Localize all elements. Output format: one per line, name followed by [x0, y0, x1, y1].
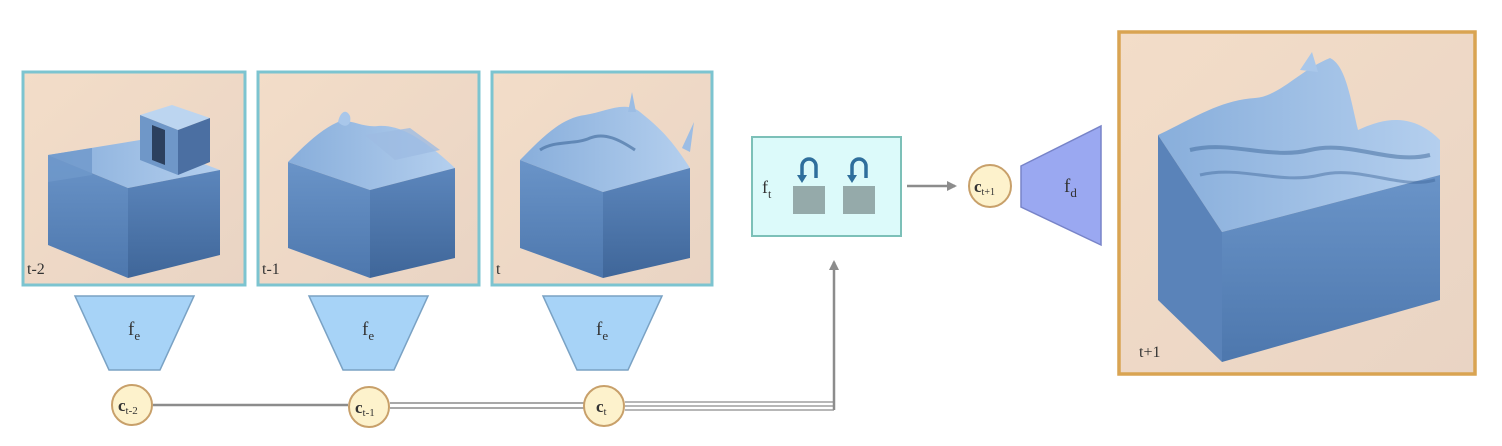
code-subscript: t [604, 406, 607, 418]
output-frame-t-plus-1: t+1 [1117, 30, 1477, 376]
code-subscript: t-1 [363, 407, 375, 419]
code-name: c [596, 397, 604, 416]
frame-label: t-2 [27, 261, 45, 278]
code-node-t-minus-2: ct-2 [111, 384, 153, 426]
code-name: c [118, 396, 126, 415]
encoder-t-minus-2: fe [73, 295, 196, 371]
recurrent-cell-1 [793, 186, 825, 214]
frame-t: t [490, 70, 714, 287]
encoder-name: f [128, 319, 135, 340]
svg-text:ft: ft [762, 177, 772, 201]
encoder-t: fe [541, 295, 664, 371]
svg-text:fe: fe [362, 319, 374, 343]
next-code-name: c [974, 177, 982, 196]
encoder-subscript: e [134, 328, 140, 343]
water-block-t [520, 92, 694, 278]
temporal-model: ft [751, 136, 902, 237]
code-name: c [355, 398, 363, 417]
svg-text:ct+1: ct+1 [974, 177, 995, 198]
code-chain-lines [153, 260, 839, 411]
svg-text:fd: fd [1064, 176, 1077, 200]
code-node-t-minus-1: ct-1 [348, 386, 390, 428]
temporal-subscript: t [768, 187, 772, 201]
frame-label: t [496, 261, 501, 278]
next-code-subscript: t+1 [982, 187, 995, 198]
encoder-name: f [362, 319, 369, 340]
svg-text:ct: ct [596, 397, 607, 418]
temporal-name: f [762, 177, 768, 197]
encoder-subscript: e [368, 328, 374, 343]
decoder: fd [1020, 124, 1102, 247]
svg-text:fe: fe [128, 319, 140, 343]
svg-text:ct-1: ct-1 [355, 398, 375, 419]
svg-text:fe: fe [596, 319, 608, 343]
temporal-model-box [751, 136, 902, 237]
recurrent-loop-icon [850, 157, 868, 178]
output-label: t+1 [1139, 344, 1160, 361]
water-block-t-minus-1 [288, 111, 455, 278]
code-subscript: t-2 [126, 405, 138, 417]
encoder-name: f [596, 319, 603, 340]
water-block-t-minus-2 [48, 105, 220, 278]
recurrent-loop-icon [800, 157, 818, 178]
water-block-t-plus-1 [1158, 52, 1440, 362]
encoder-subscript: e [602, 328, 608, 343]
encoder-t-minus-1: fe [307, 295, 430, 371]
recurrent-cell-2 [843, 186, 875, 214]
code-node-t-plus-1: ct+1 [968, 164, 1012, 208]
frame-t-minus-1: t-1 [256, 70, 481, 287]
decoder-name: f [1064, 176, 1071, 197]
svg-text:ct-2: ct-2 [118, 396, 138, 417]
frame-t-minus-2: t-2 [21, 70, 247, 287]
frame-label: t-1 [262, 261, 280, 278]
code-node-t: ct [583, 385, 625, 427]
decoder-subscript: d [1070, 185, 1077, 200]
